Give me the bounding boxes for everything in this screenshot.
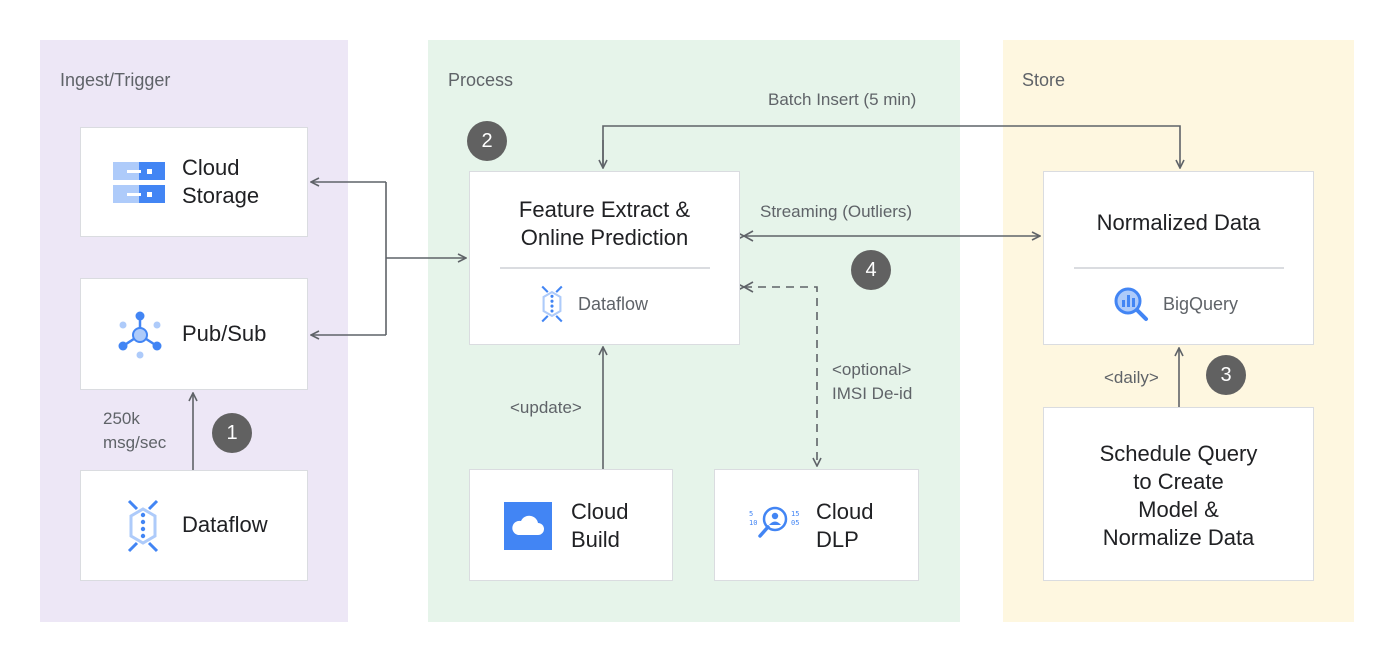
throughput-label-line2: msg/sec	[103, 433, 167, 452]
cloud-dlp-icon: 5 10 15 05	[749, 506, 799, 538]
step-badge-4: 4	[851, 250, 891, 290]
cloud-dlp-line1: Cloud	[816, 499, 874, 524]
ingest-section-label: Ingest/Trigger	[60, 70, 171, 90]
dataflow-icon	[541, 285, 563, 323]
cloud-build-line2: Build	[571, 527, 620, 552]
batch-insert-label: Batch Insert (5 min)	[768, 90, 917, 109]
step-badge-2: 2	[467, 121, 507, 161]
dlp-dashed-line	[744, 287, 817, 466]
schedule-query-card[interactable]: Schedule Query to Create Model & Normali…	[1043, 407, 1314, 581]
normalized-data-service-label: BigQuery	[1163, 294, 1239, 314]
pubsub-icon	[118, 311, 162, 359]
cloud-storage-line1: Cloud	[182, 155, 240, 180]
svg-text:05: 05	[791, 519, 799, 527]
cloud-storage-icon	[113, 162, 165, 203]
dataflow-icon	[127, 499, 159, 553]
svg-text:10: 10	[749, 519, 757, 527]
cloud-build-card[interactable]: Cloud Build	[469, 469, 673, 581]
pubsub-card[interactable]: Pub/Sub	[80, 278, 308, 390]
process-section-label: Process	[448, 70, 514, 90]
cloud-build-icon	[504, 502, 552, 550]
feature-extract-service-label: Dataflow	[578, 294, 649, 314]
step-badge-3: 3	[1206, 355, 1246, 395]
daily-label: <daily>	[1104, 368, 1159, 387]
update-label: <update>	[510, 398, 582, 417]
throughput-label-line1: 250k	[103, 409, 140, 428]
normalized-data-title: Normalized Data	[1096, 210, 1261, 235]
store-section-label: Store	[1022, 70, 1066, 90]
feature-extract-line1: Feature Extract &	[518, 197, 691, 222]
svg-text:15: 15	[791, 510, 799, 518]
cloud-storage-line2: Storage	[182, 183, 260, 208]
streaming-label: Streaming (Outliers)	[760, 202, 913, 221]
bigquery-icon	[1114, 287, 1148, 321]
schedule-query-line2: to Create	[1133, 469, 1224, 494]
normalized-data-card[interactable]: Normalized Data BigQuery	[1043, 171, 1314, 345]
schedule-query-line4: Normalize Data	[1102, 525, 1255, 550]
schedule-query-line1: Schedule Query	[1099, 441, 1258, 466]
schedule-query-line3: Model &	[1138, 497, 1219, 522]
batch-insert-line	[602, 125, 1180, 168]
step-badge-1: 1	[212, 413, 252, 453]
normalized-data-divider	[1074, 267, 1284, 269]
feature-extract-card[interactable]: Feature Extract & Online Prediction Data…	[469, 171, 740, 345]
dataflow-ingest-label: Dataflow	[182, 512, 268, 537]
optional-label-line1: <optional>	[832, 360, 912, 379]
optional-label-line2: IMSI De-id	[832, 384, 913, 403]
svg-text:5: 5	[749, 510, 753, 518]
dataflow-ingest-card[interactable]: Dataflow	[80, 470, 308, 581]
cloud-dlp-line2: DLP	[816, 527, 859, 552]
feature-extract-line2: Online Prediction	[520, 225, 689, 250]
cloud-storage-card[interactable]: Cloud Storage	[80, 127, 308, 237]
cloud-dlp-card[interactable]: 5 10 15 05 Cloud DLP	[714, 469, 919, 581]
feature-extract-divider	[500, 267, 710, 269]
cloud-build-line1: Cloud	[571, 499, 629, 524]
pubsub-label: Pub/Sub	[182, 321, 267, 346]
